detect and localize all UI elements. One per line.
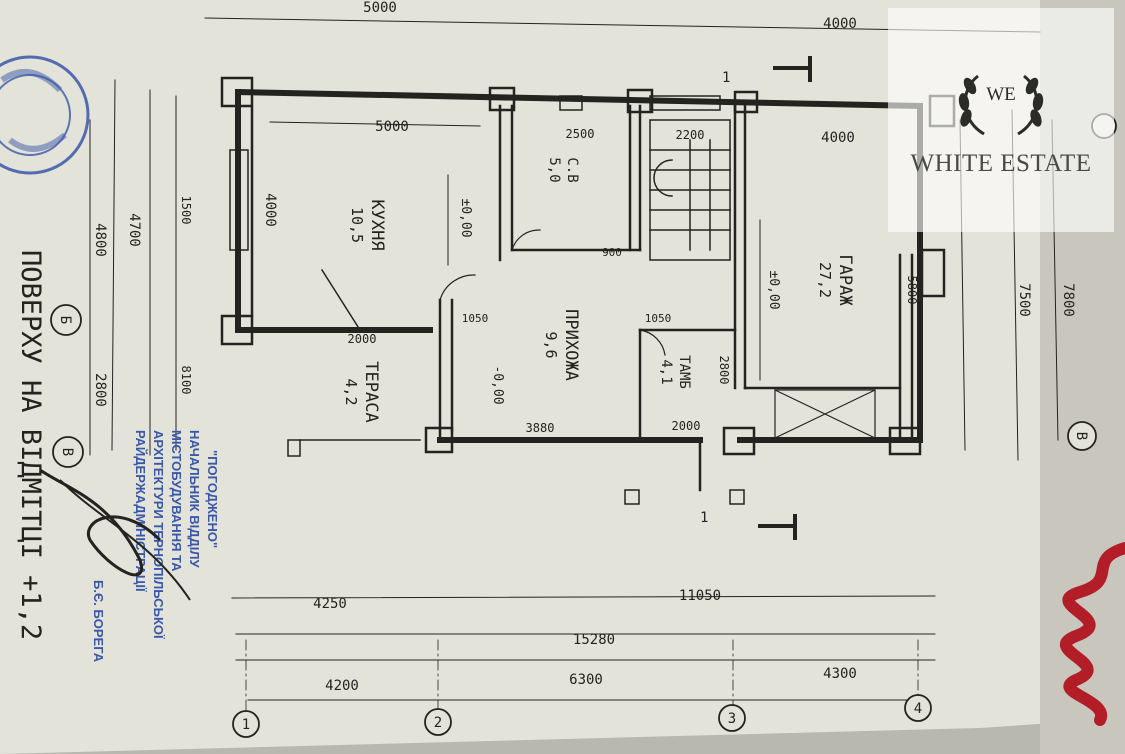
dim-6300: 6300 bbox=[569, 672, 603, 688]
dim-right-7500: 7500 bbox=[1016, 283, 1032, 317]
section-mark-top-number: 1 bbox=[722, 70, 730, 86]
round-seal bbox=[0, 55, 90, 175]
dim-4200: 4200 bbox=[325, 678, 359, 694]
dim-left-4700: 4700 bbox=[126, 213, 142, 247]
dim-inner-5000: 5000 bbox=[375, 119, 409, 135]
room-terrace-name: ТЕРАСА bbox=[361, 361, 381, 422]
room-wc-area: 5,0 bbox=[546, 157, 562, 182]
dim-inner-4000: 4000 bbox=[821, 130, 855, 146]
stamp-line-6: Б.Є. БОРЕГА bbox=[91, 580, 106, 663]
dim-right-7800: 7800 bbox=[1060, 283, 1076, 317]
dim-right-2800: 2800 bbox=[717, 356, 731, 385]
level-terrace: -0,00 bbox=[490, 365, 505, 404]
room-garage-area: 27,2 bbox=[816, 262, 834, 298]
stamp-line-4: АРХІТЕКТУРИ ТЕРНОПІЛЬСЬКОЇ bbox=[151, 430, 166, 639]
dim-2500: 2500 bbox=[566, 127, 595, 141]
watermark-brand: WHITE ESTATE bbox=[910, 150, 1092, 177]
garage-door bbox=[774, 389, 876, 439]
axis-label-2: 2 bbox=[434, 715, 442, 731]
dim-11050: 11050 bbox=[679, 588, 721, 604]
room-wc-name: С.В bbox=[564, 157, 580, 182]
terrace-railing bbox=[287, 268, 745, 505]
room-garage-name: ГАРАЖ bbox=[835, 254, 855, 306]
dim-2000-b: 2000 bbox=[672, 419, 701, 433]
room-kitchen-area: 10,5 bbox=[348, 207, 366, 243]
dim-left-8100: 8100 bbox=[179, 366, 193, 395]
room-hall-area: 9,6 bbox=[542, 331, 560, 358]
dim-left-4800: 4800 bbox=[92, 223, 108, 257]
axis-label-4: 4 bbox=[914, 701, 922, 717]
axis-label-3: 3 bbox=[728, 711, 736, 727]
dim-15280: 15280 bbox=[573, 632, 615, 648]
dim-2200: 2200 bbox=[676, 128, 705, 142]
dim-4250: 4250 bbox=[313, 596, 347, 612]
level-floor: ±0,00 bbox=[766, 270, 781, 309]
room-kitchen-name: КУХНЯ bbox=[367, 199, 387, 250]
dim-1050-b: 1050 bbox=[645, 312, 672, 325]
stamp-line-3: МІСТОБУДУВАННЯ ТА bbox=[169, 430, 184, 572]
section-mark-bottom-number: 1 bbox=[700, 510, 708, 526]
dim-left-1500: 1500 bbox=[179, 196, 193, 225]
axis-label-v: В bbox=[59, 448, 75, 456]
axis-bubbles bbox=[50, 113, 1117, 738]
dim-900: 900 bbox=[602, 246, 622, 259]
staircase bbox=[649, 119, 731, 261]
door-swings bbox=[439, 229, 666, 356]
laurel-wreath-icon bbox=[958, 74, 1044, 136]
dim-1050: 1050 bbox=[462, 312, 489, 325]
room-terrace-area: 4,2 bbox=[342, 378, 360, 405]
dim-3880: 3880 bbox=[526, 421, 555, 435]
watermark-monogram: WE bbox=[986, 84, 1016, 105]
dim-2000: 2000 bbox=[348, 332, 377, 346]
stamp-line-1: "ПОГОДЖЕНО" bbox=[205, 450, 220, 548]
room-vestibule-name: ТАМБ bbox=[676, 355, 692, 389]
signature bbox=[39, 468, 191, 601]
windows bbox=[229, 95, 721, 251]
red-cord bbox=[1060, 542, 1125, 726]
dim-left-2800: 2800 bbox=[92, 373, 108, 407]
dim-right-5800: 5800 bbox=[905, 276, 919, 305]
section-marks bbox=[758, 56, 812, 540]
stamp-line-2: НАЧАЛЬНИК ВІДДІЛУ bbox=[187, 430, 202, 568]
level-kitchen: ±0,00 bbox=[458, 198, 473, 237]
interior-walls bbox=[250, 104, 914, 492]
room-hall-name: ПРИХОЖА bbox=[561, 309, 581, 381]
room-vestibule-area: 4,1 bbox=[658, 359, 674, 384]
axis-label-b: Б bbox=[57, 316, 73, 324]
dim-4300: 4300 bbox=[823, 666, 857, 682]
plan-title: ПОВЕРХУ НА ВІДМІТЦІ +1,2 bbox=[15, 250, 46, 640]
dim-left-4000: 4000 bbox=[262, 193, 278, 227]
axis-label-v-right: В bbox=[1073, 432, 1089, 440]
dim-top-4000: 4000 bbox=[823, 16, 857, 32]
watermark-panel: WE WHITE ESTATE bbox=[888, 8, 1114, 232]
axis-label-1: 1 bbox=[242, 717, 250, 733]
dim-top-5000: 5000 bbox=[363, 0, 397, 16]
